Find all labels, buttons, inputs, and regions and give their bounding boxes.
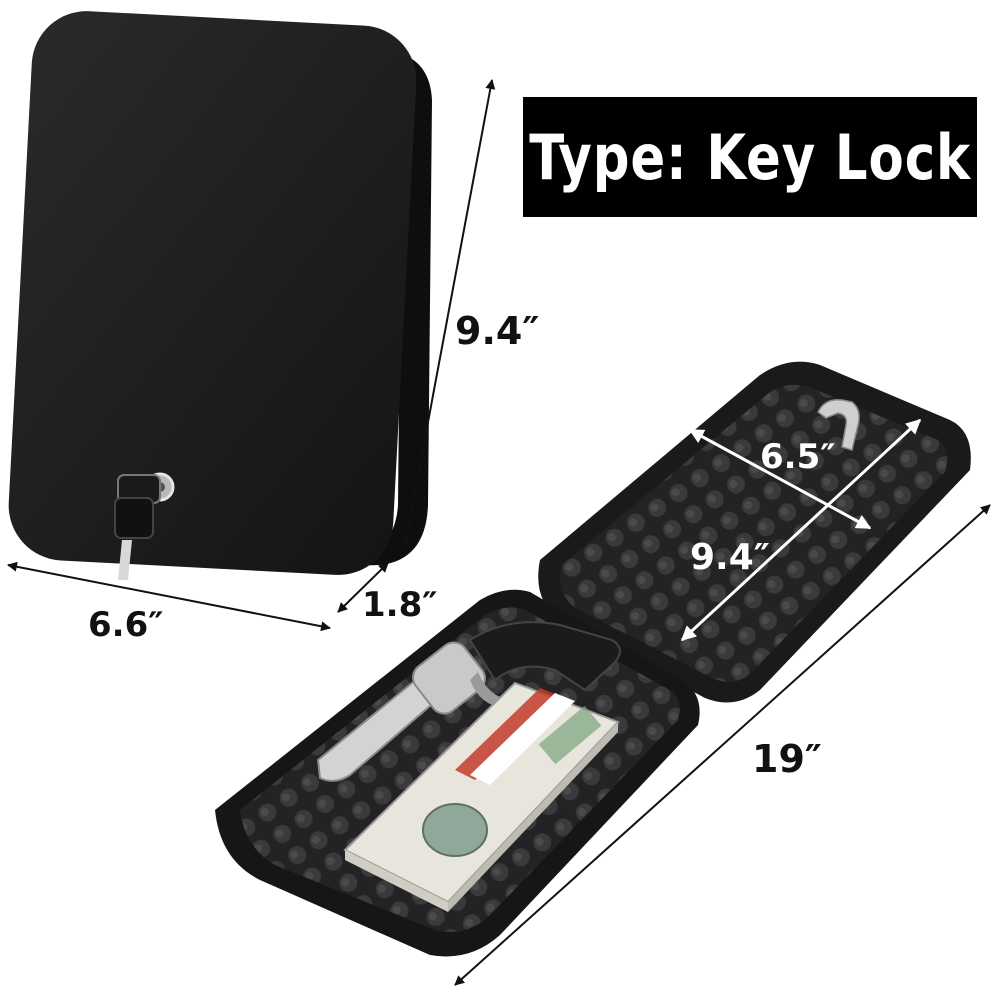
total-length-label: 19″ [752,737,822,781]
closed-width-label: 6.6″ [88,605,164,645]
type-badge: Type: Key Lock [523,97,977,217]
closed-height-arrow [401,79,496,546]
inner-height-label: 9.4″ [690,537,770,578]
closed-depth-arrow [337,562,389,613]
inner-width-label: 6.5″ [760,437,836,477]
total-length-arrow [454,504,991,986]
closed-height-label: 9.4″ [455,309,540,353]
closed-safe [8,11,432,580]
closed-depth-label: 1.8″ [362,585,438,625]
type-badge-text: Type: Key Lock [529,120,971,194]
key-lock-icon [114,472,175,580]
closed-width-arrow [7,561,331,632]
